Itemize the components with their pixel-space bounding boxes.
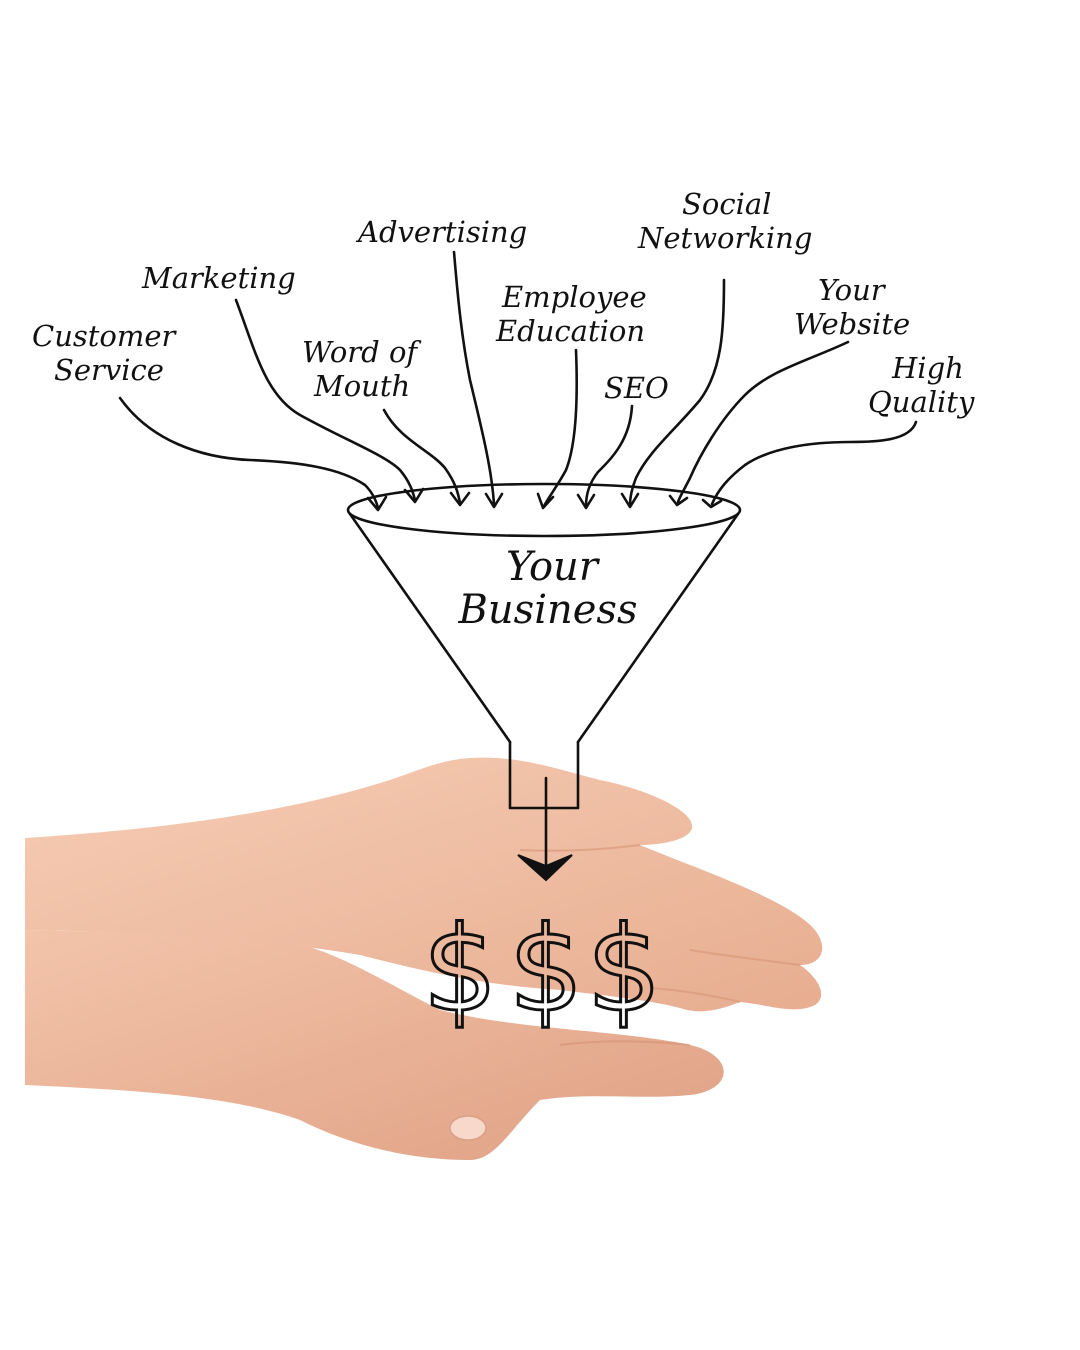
funnel-label-line-1: Your — [506, 544, 601, 590]
funnel-label-line-2: Business — [458, 587, 638, 633]
label-marketing: Marketing — [141, 261, 296, 295]
label-social-networking-1: Social — [682, 187, 771, 221]
label-employee-education-1: Employee — [501, 280, 647, 314]
label-social-networking-2: Networking — [637, 221, 812, 255]
arrow-high-quality — [710, 420, 918, 506]
arrow-advertising — [452, 250, 496, 507]
label-word-of-mouth-2: Mouth — [313, 369, 410, 403]
down-arrow — [517, 776, 573, 882]
upper-hand — [25, 757, 823, 1012]
dollar-sign-3: $ — [586, 900, 661, 1038]
arrow-your-website — [676, 340, 850, 504]
label-high-quality-2: Quality — [868, 385, 975, 419]
label-customer-service-2: Service — [54, 353, 164, 387]
lower-hand — [25, 930, 724, 1160]
label-high-quality-1: High — [891, 351, 964, 385]
label-your-website-2: Website — [794, 307, 910, 341]
arrow-marketing — [234, 298, 417, 502]
arrow-seo — [584, 404, 634, 508]
label-employee-education-2: Education — [495, 314, 645, 348]
arrow-employee-education — [542, 348, 578, 508]
arrow-customer-service — [118, 396, 380, 510]
label-customer-service-1: Customer — [32, 319, 178, 353]
label-advertising: Advertising — [355, 215, 527, 249]
dollar-sign-2: $ — [508, 900, 583, 1038]
label-word-of-mouth-1: Word of — [302, 335, 422, 369]
connector-arrows — [118, 250, 918, 512]
arrow-social-networking — [628, 278, 726, 507]
label-your-website-1: Your — [818, 273, 887, 307]
funnel — [346, 482, 742, 810]
label-seo: SEO — [604, 371, 669, 405]
hands-photo — [25, 757, 823, 1160]
arrow-word-of-mouth — [382, 408, 462, 505]
dollar-sign-1: $ — [422, 900, 497, 1038]
